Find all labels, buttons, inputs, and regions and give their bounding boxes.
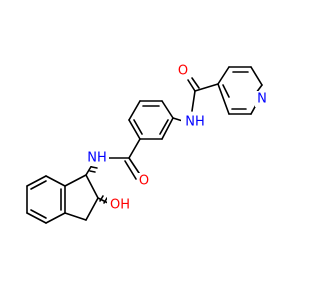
- bond: [85, 174, 99, 199]
- label-backdrop: [255, 91, 269, 107]
- bond: [159, 119, 169, 135]
- bond: [133, 119, 143, 135]
- bond: [128, 119, 141, 140]
- bond: [85, 164, 93, 176]
- bond: [91, 166, 98, 169]
- chemical-structure-diagram: O NH N O NH OH: [26, 63, 269, 224]
- bond: [161, 117, 174, 140]
- label-backdrop: [107, 197, 133, 213]
- bond: [30, 180, 47, 190]
- bond: [194, 83, 219, 92]
- bond: [217, 83, 230, 115]
- bond: [45, 175, 66, 187]
- bond: [187, 79, 196, 92]
- bond: [128, 100, 141, 121]
- bond: [26, 175, 47, 187]
- bond: [30, 209, 47, 219]
- top-amide-group: [172, 77, 219, 123]
- bond: [222, 84, 230, 98]
- indane-ring-system: [26, 174, 109, 224]
- bond: [85, 197, 99, 221]
- bond: [64, 174, 87, 187]
- label-backdrop: [137, 173, 151, 189]
- pyridine-nitrogen-label: N: [257, 92, 267, 107]
- carbonyl-oxygen-label-middle: O: [139, 174, 149, 189]
- central-benzene-ring: [128, 100, 174, 140]
- label-backdrop: [176, 63, 190, 79]
- hydroxyl-label: OH: [110, 198, 130, 213]
- bond: [217, 66, 230, 85]
- label-backdrop: [181, 114, 207, 130]
- amide-nh-label-middle: NH: [87, 151, 107, 166]
- bond: [128, 138, 141, 159]
- carbonyl-oxygen-label-top: O: [178, 64, 188, 79]
- bond: [250, 66, 263, 86]
- label-backdrop: [83, 150, 109, 166]
- amide-nh-label-top: NH: [185, 115, 205, 130]
- bond: [45, 212, 66, 224]
- bond: [191, 90, 196, 112]
- pyridine-ring: [217, 66, 263, 115]
- bond: [191, 77, 200, 89]
- bond: [99, 195, 104, 202]
- bond: [161, 100, 174, 119]
- bond: [26, 212, 47, 224]
- bond: [103, 197, 108, 204]
- structure-canvas: O NH N O NH OH: [26, 63, 269, 224]
- bond: [89, 170, 96, 173]
- bond: [64, 212, 87, 221]
- bond: [97, 197, 109, 204]
- bond: [124, 160, 137, 180]
